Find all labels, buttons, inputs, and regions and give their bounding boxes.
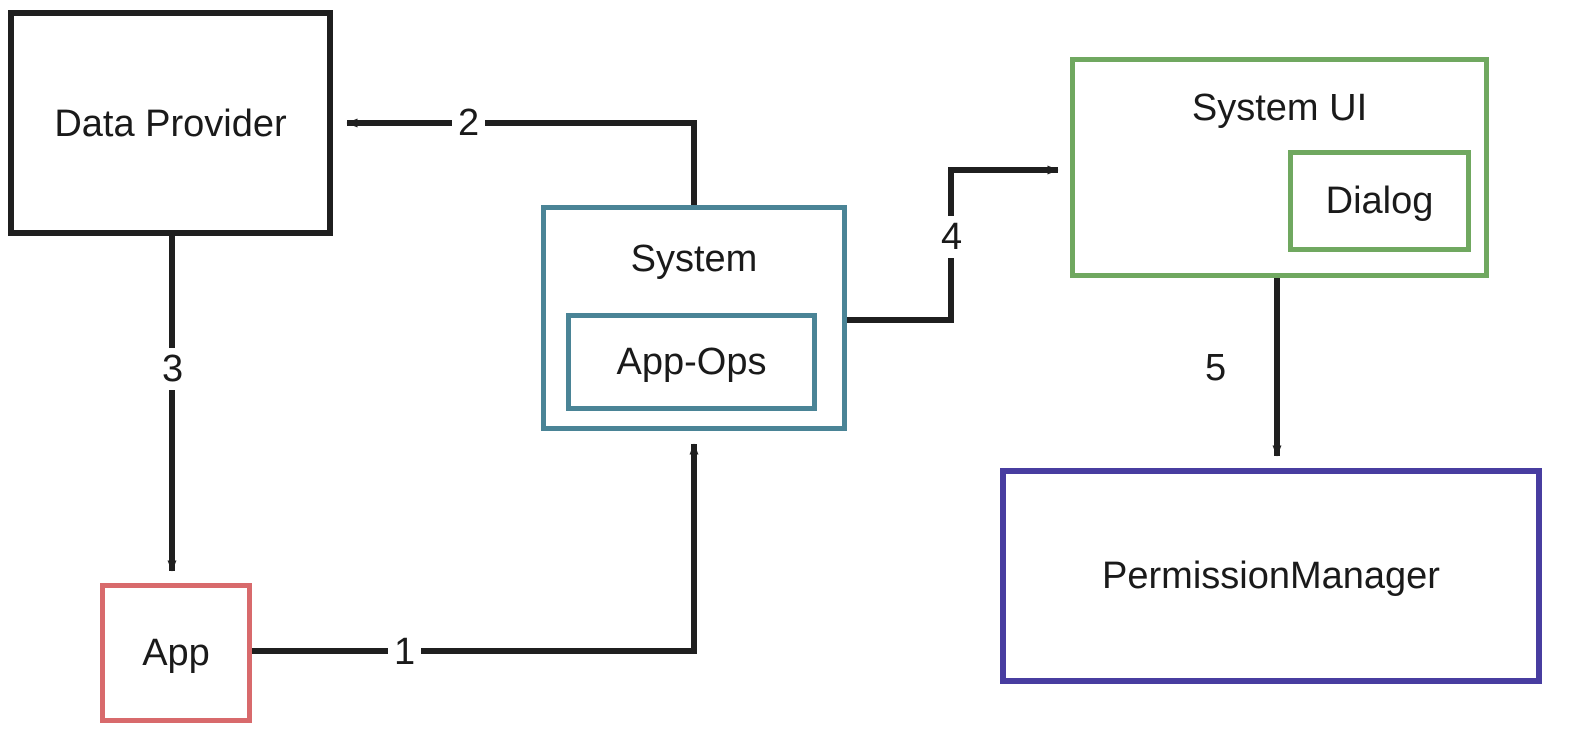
edge-1-path: [252, 443, 699, 654]
edge-label-1: 1: [388, 631, 422, 673]
node-data-provider[interactable]: [8, 10, 333, 236]
edge-label-5: 5: [1199, 347, 1233, 389]
node-app[interactable]: [100, 583, 252, 723]
edge-2-path: [346, 118, 697, 205]
node-app-ops[interactable]: [566, 313, 817, 411]
edge-label-2: 2: [452, 102, 486, 144]
edge-label-4: 4: [935, 216, 969, 258]
edge-label-3: 3: [156, 348, 190, 390]
node-permission-manager[interactable]: [1000, 468, 1542, 684]
node-system[interactable]: [541, 205, 847, 431]
node-dialog[interactable]: [1288, 150, 1471, 252]
node-system-ui[interactable]: [1070, 57, 1489, 278]
